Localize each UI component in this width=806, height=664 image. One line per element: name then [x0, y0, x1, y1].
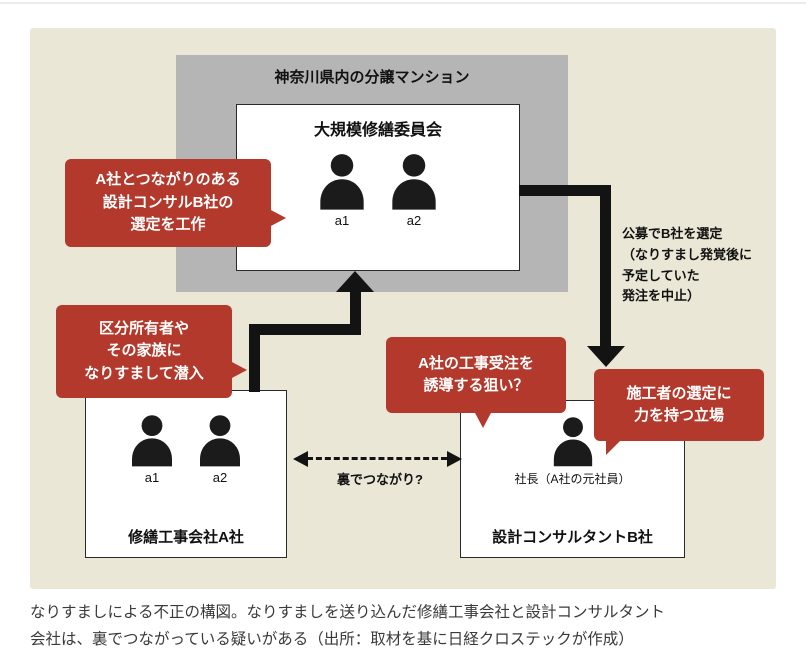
- figure-caption: なりすましによる不正の構図。なりすましを送り込んだ修繕工事会社と設計コンサルタン…: [30, 599, 780, 653]
- arrow-down-head-icon: [587, 346, 625, 367]
- bubble-line: 力を持つ立場: [633, 407, 724, 424]
- person-icon: [392, 154, 436, 210]
- person-icon: [320, 154, 364, 210]
- committee-box: 大規模修繕委員会 a1 a2: [236, 104, 520, 271]
- note-line: 発注を中止）: [622, 288, 701, 304]
- company-a-member-a1: a1: [128, 413, 176, 485]
- bubble-order-aim: A社の工事受注を 誘導する狙い？: [386, 337, 566, 428]
- dashed-connection-line: [307, 457, 447, 460]
- member-label: a2: [212, 470, 228, 485]
- note-line: （なりすまし発覚後に: [622, 246, 753, 262]
- arrow-left-head-icon: [293, 451, 308, 467]
- page-top-rule: [0, 2, 806, 4]
- company-b-president: [461, 415, 684, 467]
- note-line: 公募でB社を選定: [622, 226, 723, 241]
- diagram-panel: 神奈川県内の分譲マンション 大規模修繕委員会 a1 a2 A社とつながりのあ: [30, 28, 776, 589]
- company-a-box: a1 a2 修繕工事会社A社: [85, 390, 287, 558]
- bubble-line: 設計コンサルB社の: [102, 193, 234, 211]
- bubble-select-maneuver: A社とつながりのある 設計コンサルB社の 選定を工作: [65, 159, 286, 247]
- dashed-connection-label: 裏でつながり?: [337, 472, 423, 487]
- company-b-box: 社長（A社の元社員） 設計コンサルタントB社: [460, 400, 685, 558]
- committee-member-a1: a1: [316, 152, 368, 228]
- committee-title: 大規模修繕委員会: [313, 122, 442, 139]
- bubble-selection-power: 施工者の選定に 力を持つ立場: [594, 369, 764, 455]
- bubble-line: 選定を工作: [130, 216, 206, 234]
- caption-line-2: 会社は、裏でつながっている疑いがある（出所：取材を基に日経クロステックが作成）: [30, 631, 634, 649]
- president-label: 社長（A社の元社員）: [514, 472, 631, 486]
- arrow-a-to-committee-horizontal: [249, 324, 361, 335]
- bubble-infiltrate: 区分所有者や その家族に なりすまして潜入: [56, 305, 247, 398]
- bubble-line: A社とつながりのある: [95, 171, 241, 189]
- member-label: a2: [406, 213, 422, 228]
- member-label: a1: [334, 213, 350, 228]
- arrow-right-head-icon: [447, 451, 462, 467]
- company-b-label: 設計コンサルタントB社: [492, 529, 653, 546]
- bubble-line: 区分所有者や: [98, 319, 189, 337]
- bubble-line: なりすまして潜入: [84, 364, 204, 382]
- person-icon: [132, 415, 172, 467]
- bubble-tail-down-left: [606, 439, 622, 455]
- arrow-up-head-icon: [336, 271, 374, 292]
- person-icon: [553, 417, 592, 467]
- arrow-committee-to-b-horizontal: [519, 185, 611, 196]
- bubble-line: 誘導する狙い？: [423, 377, 529, 394]
- company-a-member-a2: a2: [196, 413, 244, 485]
- arrow-a-to-committee-upper: [350, 291, 361, 335]
- arrow-committee-to-b-vertical: [600, 185, 611, 348]
- bubble-line: A社の工事受注を: [418, 354, 534, 372]
- bubble-tail-right: [230, 361, 247, 379]
- committee-members: a1 a2: [237, 152, 519, 228]
- arrow-a-to-committee-lower: [249, 324, 260, 392]
- member-label: a1: [144, 470, 160, 485]
- company-a-label: 修繕工事会社A社: [128, 529, 244, 546]
- committee-member-a2: a2: [388, 152, 440, 228]
- caption-line-1: なりすましによる不正の構図。なりすましを送り込んだ修繕工事会社と設計コンサルタン…: [30, 604, 666, 621]
- company-a-members: a1 a2: [86, 413, 286, 485]
- bubble-tail-down: [474, 411, 492, 428]
- person-icon: [200, 415, 240, 467]
- president-figure: [550, 415, 596, 467]
- mansion-label: 神奈川県内の分譲マンション: [274, 69, 470, 86]
- note-public-selection: 公募でB社を選定 （なりすまし発覚後に 予定していた 発注を中止）: [622, 224, 772, 307]
- bubble-line: 施工者の選定に: [626, 384, 732, 402]
- bubble-tail-right: [269, 209, 286, 227]
- bubble-line: その家族に: [106, 342, 182, 360]
- note-line: 予定していた: [622, 267, 700, 283]
